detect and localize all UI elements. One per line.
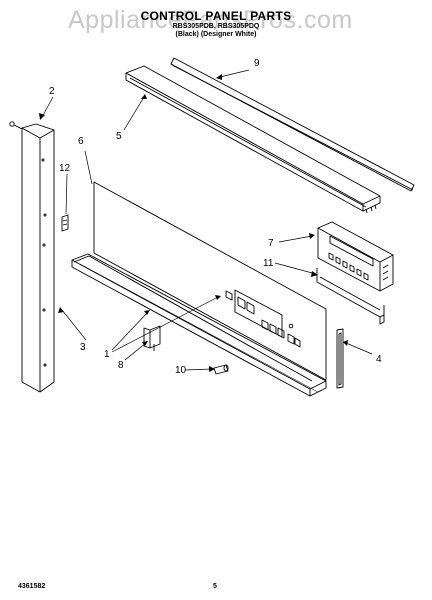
- callout-10: 10: [175, 365, 187, 376]
- page-title: CONTROL PANEL PARTS: [140, 9, 292, 23]
- callout-5: 5: [116, 131, 122, 142]
- leader-lines: [41, 69, 373, 371]
- part-12-clip: [61, 214, 69, 232]
- callout-1: 1: [104, 349, 110, 360]
- callout-11: 11: [263, 258, 274, 269]
- model-numbers: RBS305PDB, RBS305PDQ: [172, 23, 260, 30]
- leader-arrowheads: [39, 74, 348, 372]
- callout-12: 12: [59, 163, 71, 174]
- watermark: AppliancePartsPros.com: [68, 6, 353, 34]
- callout-6: 6: [78, 136, 84, 147]
- part-1-control-panel: [71, 253, 327, 397]
- part-6-panel-sheet: [93, 181, 327, 381]
- page-number: 5: [213, 583, 217, 590]
- part-4-vertical-strip: [336, 328, 344, 389]
- part-2-screw: [9, 121, 23, 130]
- callout-7: 7: [268, 238, 274, 249]
- part-11-bracket: [316, 268, 385, 325]
- callout-8: 8: [118, 360, 124, 371]
- callout-2: 2: [49, 86, 55, 97]
- part-10-knob: [213, 364, 229, 375]
- part-7-electronic-control: [317, 221, 394, 292]
- document-number: 4361582: [18, 583, 46, 590]
- part-3-side-trim: [21, 123, 55, 393]
- callout-3: 3: [80, 342, 86, 353]
- part-9-trim-strip: [170, 57, 415, 192]
- callout-9: 9: [254, 58, 260, 69]
- part-5-top-channel: [125, 65, 381, 214]
- color-variants: (Black) (Designer White): [175, 31, 257, 38]
- callout-4: 4: [376, 354, 382, 365]
- part-8-switch: [143, 325, 161, 351]
